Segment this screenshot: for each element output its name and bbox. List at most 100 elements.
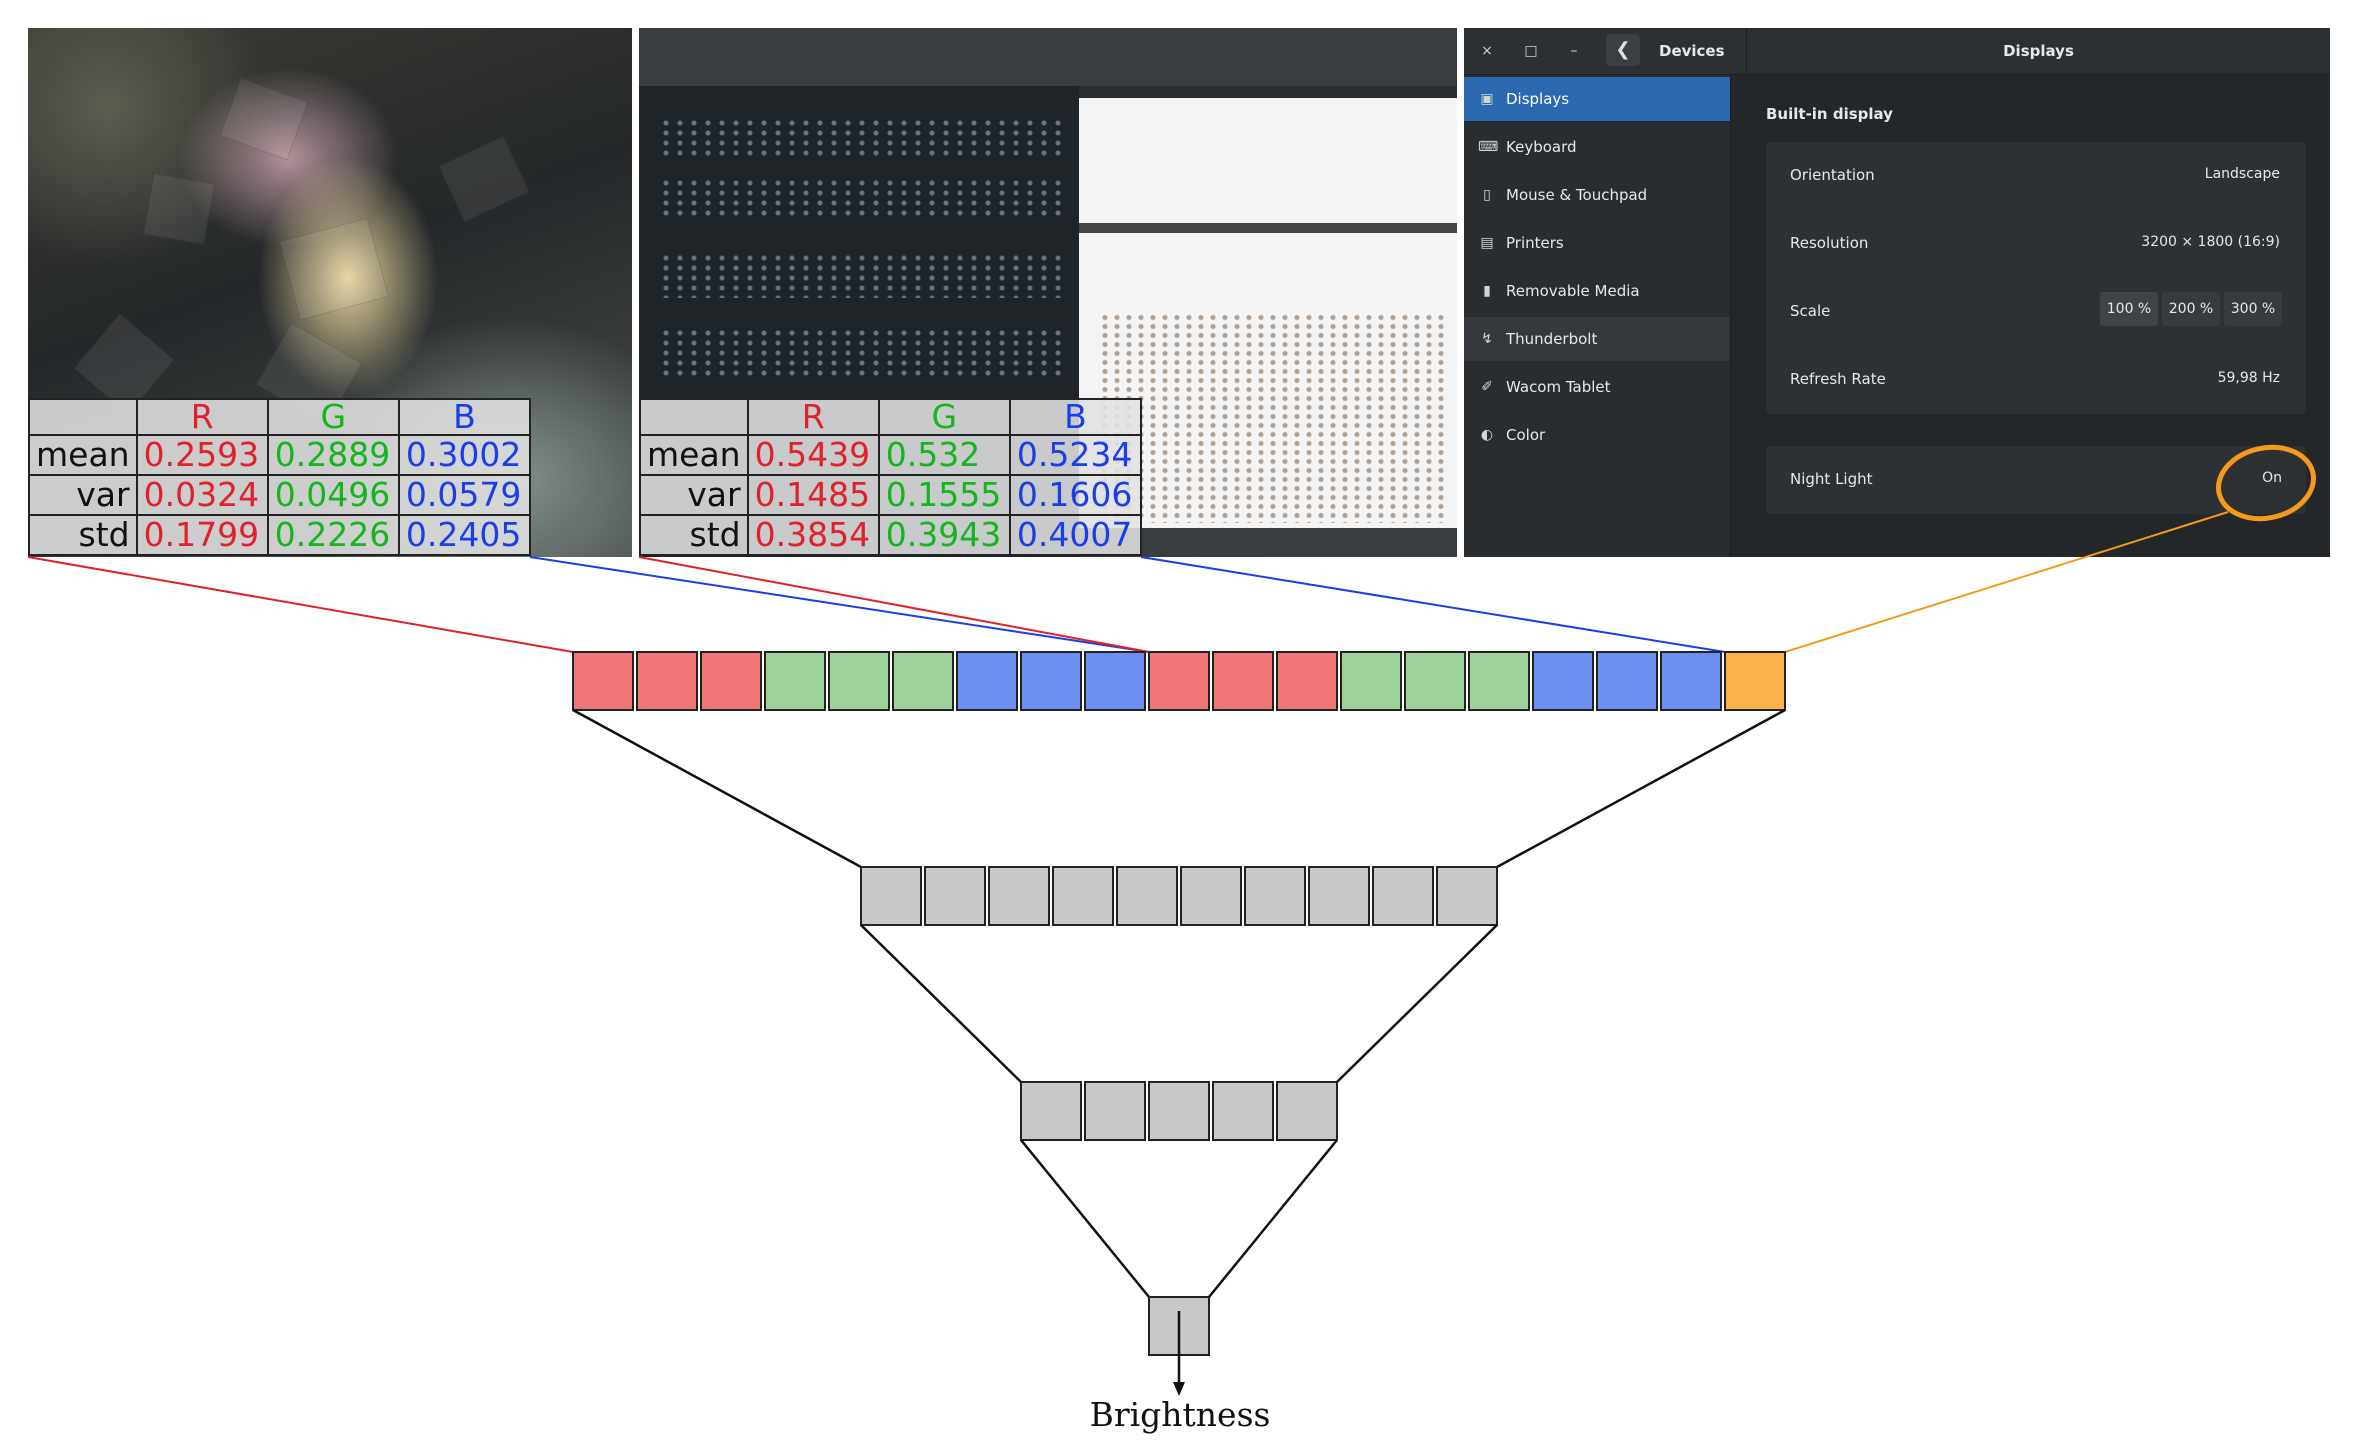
input-unit-green <box>1340 651 1402 711</box>
output-arrowhead <box>1173 1382 1185 1396</box>
resolution-row[interactable]: Resolution 3200 × 1800 (16:9) <box>1766 210 2306 278</box>
table-row: mean 0.5439 0.532 0.5234 <box>639 434 1143 476</box>
display-icon: ▣ <box>1480 91 1494 107</box>
printer-icon: ▤ <box>1480 235 1494 251</box>
keyboard-icon: ⌨ <box>1478 139 1499 155</box>
sidebar-item-label: Mouse & Touchpad <box>1506 186 1648 204</box>
sidebar: ▣ Displays ⌨ Keyboard ▯ Mouse & Touchpad… <box>1464 75 1731 557</box>
hidden-layer-2-unit <box>1212 1081 1274 1141</box>
connector-line <box>529 556 1150 653</box>
orientation-label: Orientation <box>1790 166 1875 184</box>
sidebar-item-wacom-tablet[interactable]: ✐ Wacom Tablet <box>1464 365 1730 409</box>
settings-window: × □ – ❮ Devices Displays ▣ Displays ⌨ Ke… <box>1464 28 2330 557</box>
value-b: 0.0579 <box>397 474 532 516</box>
value-b: 0.3002 <box>397 434 532 476</box>
col-header-b: B <box>1008 398 1143 436</box>
value-r: 0.5439 <box>746 434 880 476</box>
col-header-r: R <box>135 398 269 436</box>
scale-label: Scale <box>1790 302 1831 320</box>
resolution-value: 3200 × 1800 (16:9) <box>2141 234 2280 250</box>
input-unit-red <box>572 651 634 711</box>
night-light-card[interactable]: Night Light On <box>1766 446 2306 514</box>
input-unit-blue <box>1020 651 1082 711</box>
scale-200-button[interactable]: 200 % <box>2162 292 2220 326</box>
funnel-line <box>572 708 862 869</box>
sidebar-item-color[interactable]: ◐ Color <box>1464 413 1730 457</box>
display-settings-card: Orientation Landscape Resolution 3200 × … <box>1766 142 2306 414</box>
input-unit-red <box>636 651 698 711</box>
maximize-icon[interactable]: □ <box>1524 43 1538 59</box>
input-unit-blue <box>1660 651 1722 711</box>
panel-title: Devices <box>1659 42 1725 60</box>
mouse-icon: ▯ <box>1483 187 1491 203</box>
hidden-layer-2-unit <box>1276 1081 1338 1141</box>
output-label: Brightness <box>1089 1395 1271 1434</box>
refresh-rate-value: 59,98 Hz <box>2217 370 2280 386</box>
thunderbolt-icon: ↯ <box>1481 331 1493 347</box>
value-r: 0.1485 <box>746 474 880 516</box>
sidebar-item-printers[interactable]: ▤ Printers <box>1464 221 1730 265</box>
back-button[interactable]: ❮ <box>1606 34 1640 66</box>
refresh-rate-label: Refresh Rate <box>1790 370 1886 388</box>
hidden-layer-1-unit <box>1052 866 1114 926</box>
sidebar-item-thunderbolt[interactable]: ↯ Thunderbolt <box>1464 317 1730 361</box>
table-row: std 0.1799 0.2226 0.2405 <box>28 514 532 556</box>
sidebar-item-keyboard[interactable]: ⌨ Keyboard <box>1464 125 1730 169</box>
tablet-icon: ✐ <box>1481 379 1493 395</box>
funnel-line <box>860 924 1022 1083</box>
table-row: std 0.3854 0.3943 0.4007 <box>639 514 1143 556</box>
close-icon[interactable]: × <box>1481 43 1493 59</box>
minimize-icon[interactable]: – <box>1570 43 1578 59</box>
col-header-r: R <box>746 398 880 436</box>
col-header-g: G <box>266 398 400 436</box>
orientation-row[interactable]: Orientation Landscape <box>1766 142 2306 210</box>
input-unit-red <box>1276 651 1338 711</box>
sidebar-item-label: Displays <box>1506 90 1570 108</box>
night-light-row[interactable]: Night Light On <box>1766 446 2306 514</box>
hidden-layer-1-unit <box>988 866 1050 926</box>
connector-line <box>1140 556 1726 653</box>
input-unit-green <box>892 651 954 711</box>
sidebar-item-label: Removable Media <box>1506 282 1640 300</box>
sidebar-item-label: Color <box>1506 426 1546 444</box>
hidden-layer-2-unit <box>1020 1081 1082 1141</box>
value-b: 0.4007 <box>1008 514 1143 556</box>
night-light-value: On <box>2262 470 2282 486</box>
input-unit-blue <box>1084 651 1146 711</box>
hidden-layer-1-unit <box>1436 866 1498 926</box>
input-unit-red <box>700 651 762 711</box>
title-bar: × □ – ❮ Devices Displays <box>1464 28 2330 75</box>
usb-icon: ▮ <box>1483 283 1491 299</box>
hidden-layer-1-unit <box>924 866 986 926</box>
chevron-left-icon: ❮ <box>1615 39 1631 60</box>
table-row: mean 0.2593 0.2889 0.3002 <box>28 434 532 476</box>
input-unit-green <box>764 651 826 711</box>
annotation-circle <box>2215 444 2317 522</box>
refresh-rate-row[interactable]: Refresh Rate 59,98 Hz <box>1766 346 2306 414</box>
value-g: 0.0496 <box>266 474 400 516</box>
scale-300-button[interactable]: 300 % <box>2224 292 2282 326</box>
value-g: 0.1555 <box>877 474 1011 516</box>
value-r: 0.0324 <box>135 474 269 516</box>
value-b: 0.2405 <box>397 514 532 556</box>
screenshot-stats-table: R G B mean 0.5439 0.532 0.5234 var 0.148… <box>639 398 1143 556</box>
value-b: 0.5234 <box>1008 434 1143 476</box>
input-unit-green <box>1404 651 1466 711</box>
sidebar-item-mouse-touchpad[interactable]: ▯ Mouse & Touchpad <box>1464 173 1730 217</box>
scale-100-button[interactable]: 100 % <box>2100 292 2158 326</box>
sidebar-item-label: Printers <box>1506 234 1564 252</box>
hidden-layer-1-unit <box>1372 866 1434 926</box>
row-label: std <box>639 514 749 556</box>
row-label: var <box>28 474 138 516</box>
hidden-layer-1-unit <box>1116 866 1178 926</box>
row-label: var <box>639 474 749 516</box>
photo-stats-table: R G B mean 0.2593 0.2889 0.3002 var 0.03… <box>28 398 532 556</box>
col-header-b: B <box>397 398 532 436</box>
sidebar-item-displays[interactable]: ▣ Displays <box>1464 77 1730 121</box>
connector-line <box>1784 511 2229 653</box>
sidebar-item-label: Wacom Tablet <box>1506 378 1611 396</box>
night-light-label: Night Light <box>1790 470 1873 488</box>
sidebar-item-removable-media[interactable]: ▮ Removable Media <box>1464 269 1730 313</box>
value-g: 0.2226 <box>266 514 400 556</box>
